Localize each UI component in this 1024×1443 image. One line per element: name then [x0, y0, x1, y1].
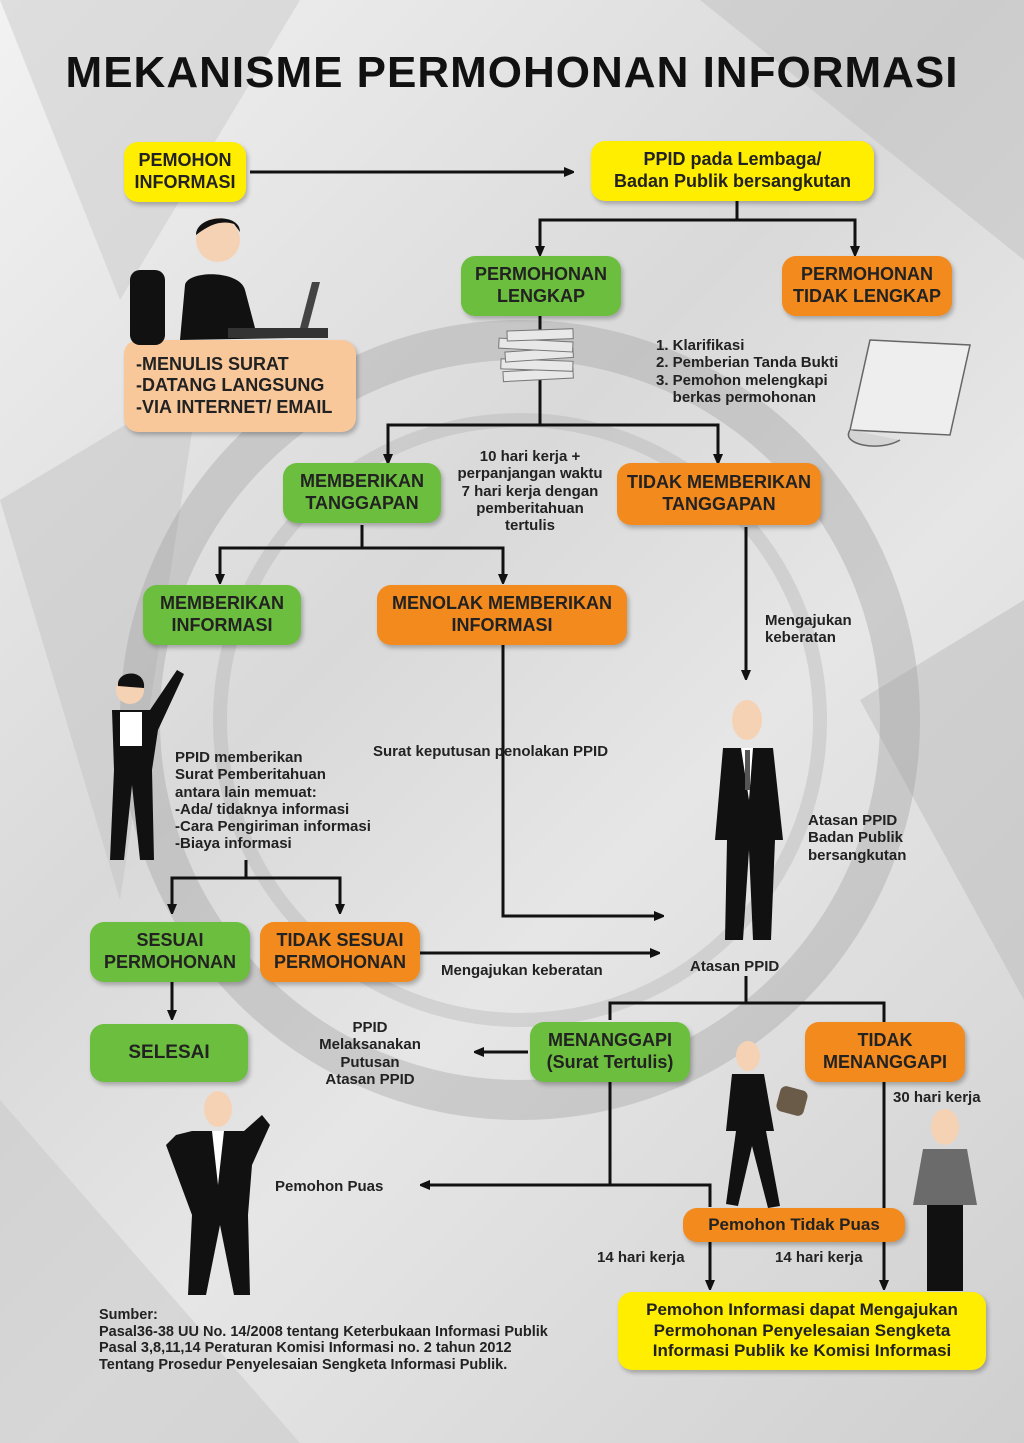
pemohon-puas-label: Pemohon Puas [275, 1178, 384, 1195]
surat-keputusan-label: Surat keputusan penolakan PPID [373, 743, 609, 760]
atasan-ppid-person-icon [715, 700, 783, 940]
woman-presenting-icon [110, 670, 184, 860]
person-at-laptop-icon [130, 218, 328, 345]
menanggapi-box: MENANGGAPI(Surat Tertulis) [530, 1022, 690, 1082]
atasan-ppid-label: Atasan PPID [690, 958, 780, 975]
pemohon-tidak-puas-box: Pemohon Tidak Puas [683, 1208, 905, 1242]
man-with-phone-icon [913, 1109, 977, 1291]
page-title: MEKANISME PERMOHONAN INFORMASI [65, 48, 959, 97]
hari-14-label-a: 14 hari kerja [597, 1249, 685, 1266]
sumber-footnote: Sumber:Pasal36-38 UU No. 14/2008 tentang… [99, 1307, 548, 1374]
walking-man-icon [726, 1041, 808, 1208]
happy-man-icon [166, 1091, 270, 1295]
hari-14-label-b: 14 hari kerja [775, 1249, 863, 1266]
document-scroll-icon [847, 339, 971, 447]
paper-stack-icon [498, 328, 574, 383]
selesai-box: SELESAI [90, 1024, 248, 1082]
mengajukan-keberatan-label-2: Mengajukan keberatan [441, 962, 603, 979]
hari-30-label: 30 hari kerja [893, 1089, 981, 1106]
ppid-box: PPID pada Lembaga/Badan Publik bersangku… [591, 141, 874, 201]
cara-permohonan-box: -MENULIS SURAT-DATANG LANGSUNG-VIA INTER… [124, 340, 356, 432]
